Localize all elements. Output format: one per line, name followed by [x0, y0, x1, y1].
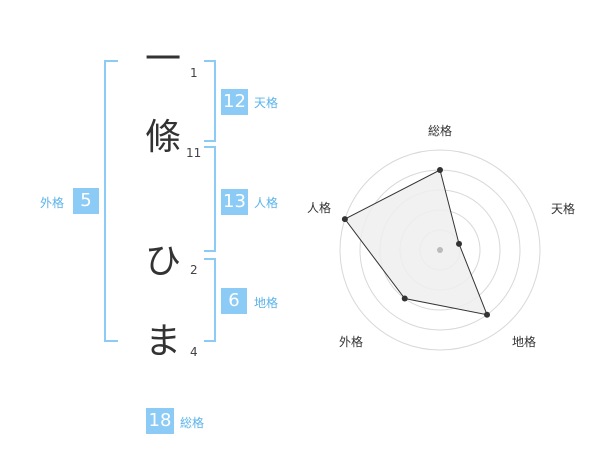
radar-area	[344, 169, 488, 316]
stroke-count-1: 1	[190, 66, 198, 80]
name-char-3: ひ	[144, 241, 181, 282]
soukaku-value: 18	[146, 408, 174, 434]
jinkaku-label: 人格	[254, 196, 279, 210]
radar-point-4	[401, 295, 408, 302]
radar-center-point	[437, 247, 443, 253]
gaikaku-label: 外格	[40, 196, 65, 210]
jinkaku-bracket	[204, 146, 216, 252]
name-char-1: 一	[144, 39, 181, 80]
radar-axis-label-soukaku: 総格	[427, 124, 452, 138]
tenkaku-value: 12	[221, 89, 248, 115]
radar-point-3	[484, 311, 491, 318]
radar-ring	[339, 149, 541, 351]
stroke-count-3: 2	[190, 263, 198, 277]
stroke-count-4: 4	[190, 345, 198, 359]
name-char-4: ま	[144, 321, 181, 362]
stroke-count-2: 11	[186, 146, 202, 160]
chikaku-label: 地格	[254, 296, 279, 310]
radar-point-1	[437, 167, 443, 173]
gaikaku-value: 5	[73, 188, 99, 214]
gaikaku-bracket	[104, 60, 118, 342]
radar-axis-label-gaikaku: 外格	[338, 335, 363, 349]
radar-axis-label-jinkaku: 人格	[306, 201, 331, 215]
chikaku-bracket	[204, 258, 216, 342]
radar-point-2	[456, 240, 463, 247]
tenkaku-bracket	[204, 60, 216, 142]
tenkaku-label: 天格	[254, 96, 279, 110]
name-char-2: 條	[144, 117, 181, 158]
radar-point-5	[341, 216, 348, 223]
radar-points	[341, 167, 491, 318]
chikaku-value: 6	[221, 288, 247, 314]
radar-axis-label-tenkaku: 天格	[550, 202, 575, 216]
jinkaku-value: 13	[221, 189, 248, 215]
radar-axis-label-chikaku: 地格	[511, 335, 536, 349]
soukaku-label: 総格	[180, 416, 205, 430]
